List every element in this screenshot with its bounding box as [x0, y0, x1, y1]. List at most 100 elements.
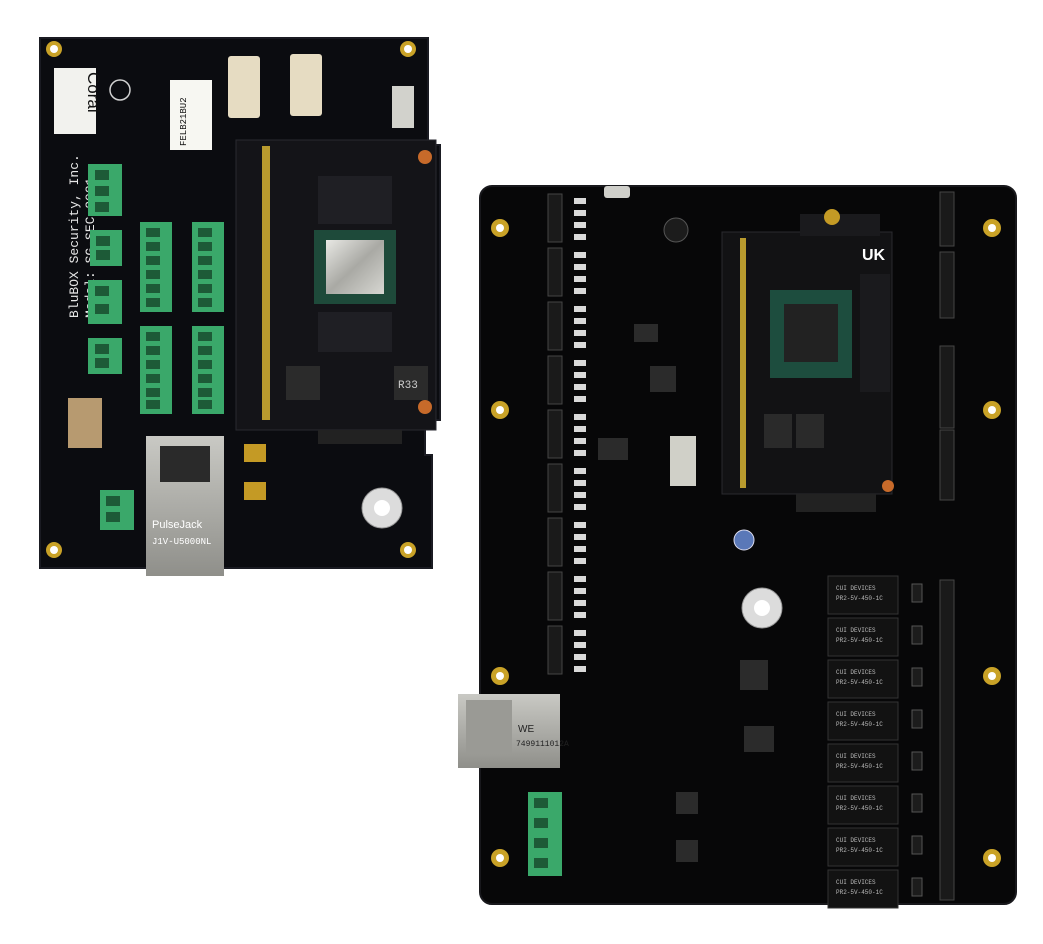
- inductor-label-text: R33: [398, 380, 418, 392]
- diode: [911, 835, 923, 855]
- relay: [827, 827, 899, 867]
- product-label: FELB21BU2: [170, 80, 212, 150]
- mounting-hole: [46, 41, 62, 57]
- terminal-block: [90, 230, 122, 266]
- relay-maker-text: CUI DEVICES: [836, 837, 876, 844]
- smd-led: [574, 210, 586, 216]
- usb-connector: [392, 86, 414, 128]
- relay-maker-text: CUI DEVICES: [836, 753, 876, 760]
- ic-chip: [650, 366, 676, 392]
- relay-part-text: PR2-5V-450-1C: [836, 637, 883, 644]
- diode: [911, 583, 923, 603]
- mounting-hole: [491, 401, 509, 419]
- mounting-hole: [400, 41, 416, 57]
- capacitor: [733, 529, 755, 551]
- smd-led: [574, 612, 586, 618]
- io-header-column: [547, 193, 586, 675]
- ic-chip: [676, 840, 698, 862]
- pin-header: [939, 579, 955, 901]
- smd-led: [574, 468, 586, 474]
- diode: [911, 625, 923, 645]
- diode: [911, 751, 923, 771]
- smd-led: [574, 342, 586, 348]
- smd-led: [574, 534, 586, 540]
- ic-chip: [744, 726, 774, 752]
- relay: [827, 575, 899, 615]
- smd-led: [574, 384, 586, 390]
- mounting-hole: [46, 542, 62, 558]
- smd-led: [574, 288, 586, 294]
- pin-header: [547, 463, 563, 513]
- smd-led: [574, 396, 586, 402]
- diode: [911, 667, 923, 687]
- mounting-hole: [983, 401, 1001, 419]
- jack-brand-text: WE: [518, 724, 534, 735]
- terminal-block: [88, 280, 122, 324]
- silk-company-text: BluBOX Security, Inc.: [67, 154, 82, 318]
- jack-part-text: J1V-U5000NL: [152, 537, 211, 547]
- terminal-block: [100, 490, 134, 530]
- pin-header: [547, 571, 563, 621]
- relay-part-text: PR2-5V-450-1C: [836, 595, 883, 602]
- smd-led: [574, 492, 586, 498]
- smd-led: [574, 318, 586, 324]
- mounting-hole: [491, 219, 509, 237]
- terminal-block: [88, 164, 122, 216]
- pin-header: [547, 355, 563, 405]
- relay: [290, 54, 322, 116]
- jack-brand-text: PulseJack: [152, 519, 203, 531]
- relay-part-text: PR2-5V-450-1C: [836, 763, 883, 770]
- smd-led: [574, 360, 586, 366]
- diode: [911, 877, 923, 897]
- mounting-hole: [491, 849, 509, 867]
- relay: [827, 617, 899, 657]
- label-code-text: FELB21BU2: [179, 97, 189, 146]
- smd-led: [574, 306, 586, 312]
- coin-cell-battery: [361, 487, 403, 529]
- smd-led: [574, 558, 586, 564]
- smd-led: [574, 480, 586, 486]
- terminal-block: [192, 326, 224, 414]
- terminal-block: [528, 792, 562, 876]
- pin-header: [939, 191, 955, 247]
- mounting-hole: [491, 667, 509, 685]
- usbc-connector: [604, 186, 630, 198]
- ethernet-jack: PulseJack J1V-U5000NL: [146, 436, 224, 576]
- mounting-hole: [983, 219, 1001, 237]
- relay-maker-text: CUI DEVICES: [836, 711, 876, 718]
- smd-led: [574, 264, 586, 270]
- relay-part-text: PR2-5V-450-1C: [836, 847, 883, 854]
- relay-part-text: PR2-5V-450-1C: [836, 721, 883, 728]
- smd-led: [574, 222, 586, 228]
- relay: [827, 743, 899, 783]
- pin-header: [939, 345, 955, 429]
- smd-led: [574, 600, 586, 606]
- relay: [827, 659, 899, 699]
- smd-led: [574, 330, 586, 336]
- mounting-hole: [400, 542, 416, 558]
- left-board: Coral FELB21BU2 BluBOX Security, Inc. Mo…: [39, 37, 441, 576]
- coin-cell-battery: [741, 587, 783, 629]
- right-board: UK CUI DEVICES PR2-5V-450-1C CUI DEVICES PR…: [458, 185, 1017, 909]
- relay: [827, 785, 899, 825]
- pin-header: [547, 247, 563, 297]
- relay-maker-text: CUI DEVICES: [836, 627, 876, 634]
- relay: [827, 869, 899, 909]
- pin-header: [939, 251, 955, 319]
- smd-led: [574, 522, 586, 528]
- smd-led: [574, 234, 586, 240]
- pin-header: [547, 193, 563, 243]
- som-brand-text: UK: [862, 247, 886, 264]
- smd-led: [574, 198, 586, 204]
- pin-header: [547, 625, 563, 675]
- som-module: R33: [235, 139, 437, 431]
- diode: [911, 709, 923, 729]
- smd-led: [574, 252, 586, 258]
- terminal-block: [140, 222, 172, 312]
- ethernet-jack: WE 7499111012A: [458, 694, 569, 768]
- relay-part-text: PR2-5V-450-1C: [836, 805, 883, 812]
- pin-header: [939, 429, 955, 501]
- relay-part-text: PR2-5V-450-1C: [836, 889, 883, 896]
- relay-maker-text: CUI DEVICES: [836, 669, 876, 676]
- smd-led: [574, 438, 586, 444]
